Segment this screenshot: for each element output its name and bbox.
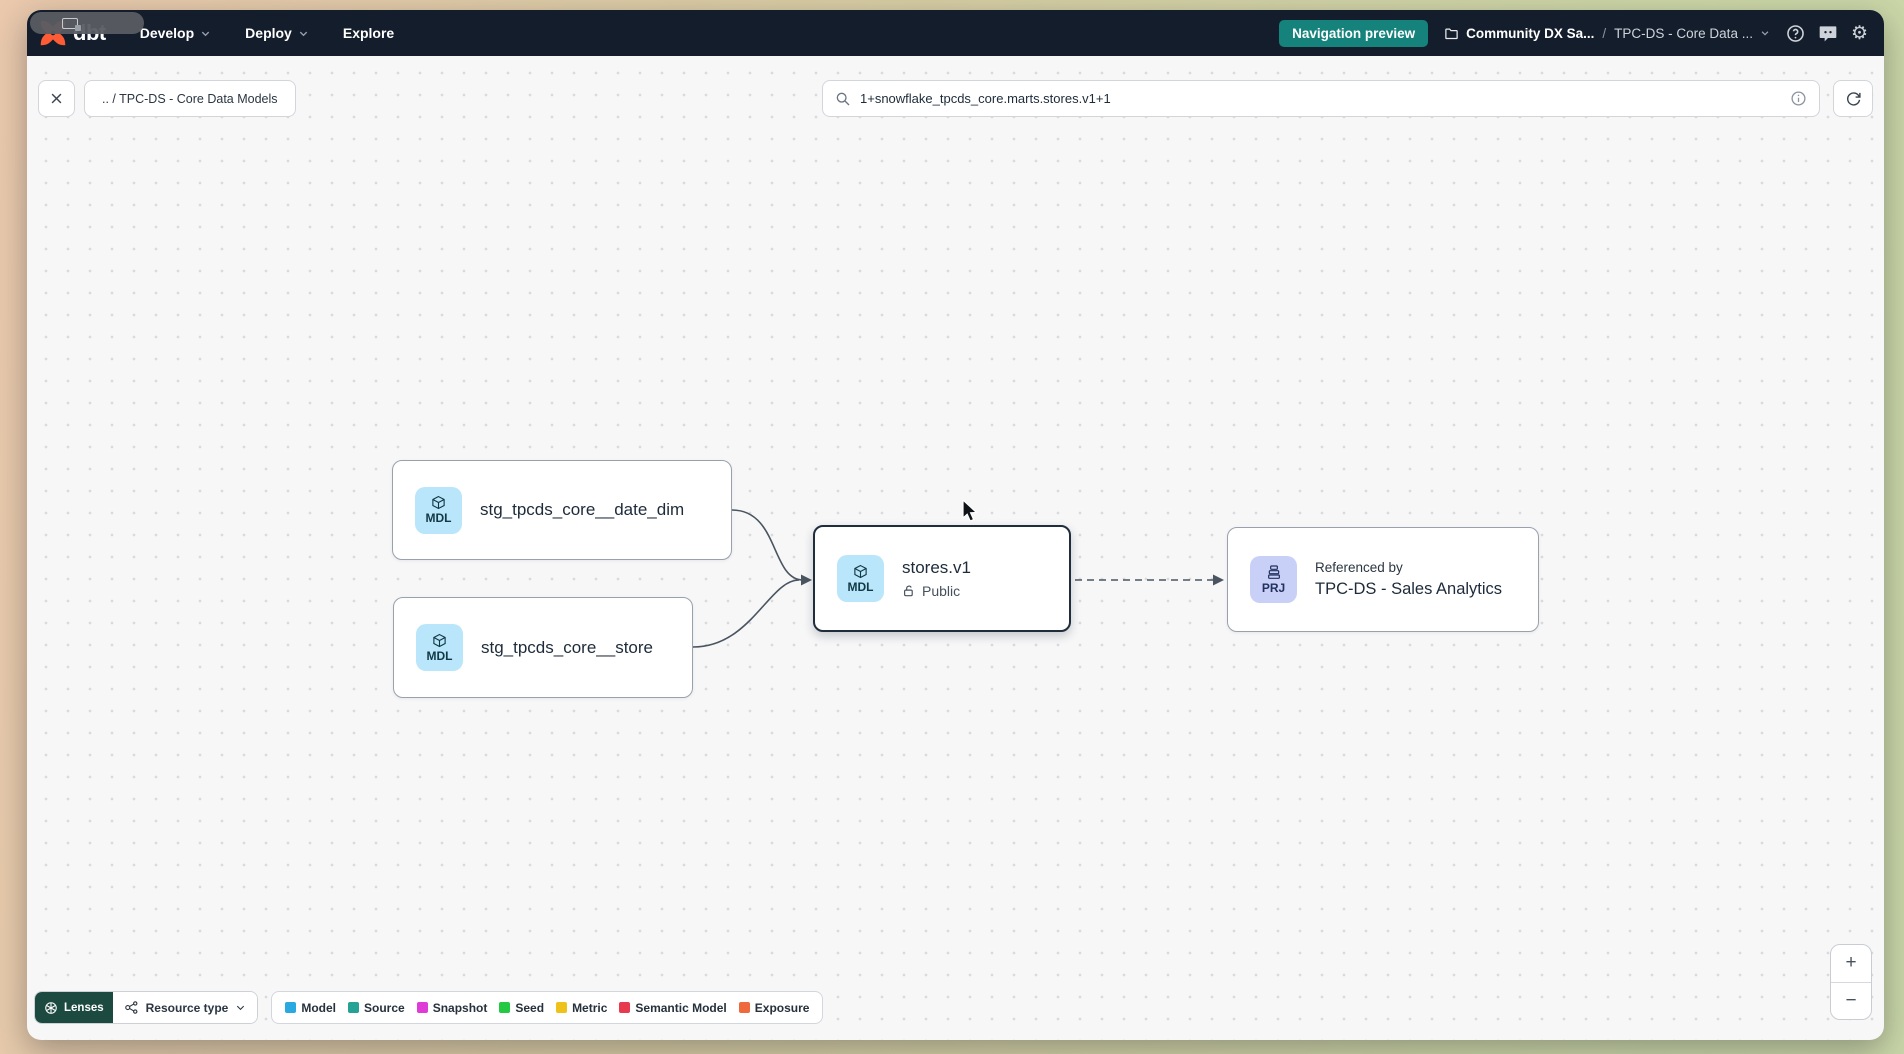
mouse-cursor <box>962 500 984 524</box>
legend-item-semantic-model: Semantic Model <box>619 1001 726 1015</box>
legend-swatch <box>285 1002 296 1013</box>
unlock-icon <box>902 584 916 598</box>
breadcrumb-separator: / <box>1602 26 1606 41</box>
model-badge: MDL <box>837 555 884 602</box>
node-label: TPC-DS - Sales Analytics <box>1315 580 1502 599</box>
breadcrumb-account[interactable]: Community DX Sa... <box>1444 26 1594 41</box>
legend-swatch <box>739 1002 750 1013</box>
window-icon <box>62 18 78 29</box>
referenced-by-label: Referenced by <box>1315 560 1502 575</box>
cube-icon <box>431 495 446 510</box>
project-badge: PRJ <box>1250 556 1297 603</box>
lens-controls-group: Lenses Resource type <box>34 991 258 1024</box>
lineage-canvas[interactable]: .. / TPC-DS - Core Data Models MDL stg_t <box>27 56 1884 1040</box>
cube-icon <box>853 564 868 579</box>
legend-swatch <box>348 1002 359 1013</box>
chevron-down-icon <box>1760 28 1770 38</box>
close-icon <box>49 91 64 106</box>
graph-nodes-icon <box>124 1000 139 1015</box>
settings-gear-icon[interactable]: ⚙ <box>1851 24 1868 43</box>
navigation-preview-badge[interactable]: Navigation preview <box>1279 20 1428 47</box>
folder-icon <box>1444 26 1459 41</box>
model-badge: MDL <box>415 487 462 534</box>
info-icon[interactable] <box>1790 90 1807 107</box>
nav-menu-deploy[interactable]: Deploy <box>245 25 309 41</box>
legend-swatch <box>619 1002 630 1013</box>
chevron-down-icon <box>298 28 309 39</box>
access-row: Public <box>902 583 971 599</box>
feedback-icon[interactable] <box>1818 23 1838 43</box>
floating-tab-pill <box>30 12 144 34</box>
breadcrumb: Community DX Sa... / TPC-DS - Core Data … <box>1444 26 1770 41</box>
node-label: stores.v1 <box>902 558 971 578</box>
app-window: dbt Develop Deploy Explore Navigation pr… <box>27 10 1884 1040</box>
zoom-controls: + − <box>1830 944 1872 1020</box>
help-icon[interactable] <box>1786 24 1805 43</box>
legend-swatch <box>417 1002 428 1013</box>
zoom-out-button[interactable]: − <box>1831 983 1871 1020</box>
resource-type-dropdown[interactable]: Resource type <box>113 992 258 1023</box>
legend-item-source: Source <box>348 1001 405 1015</box>
selector-search-input[interactable] <box>860 91 1781 106</box>
stack-icon <box>1266 564 1282 580</box>
breadcrumb-project[interactable]: TPC-DS - Core Data ... <box>1614 26 1770 41</box>
model-badge: MDL <box>416 624 463 671</box>
node-stg-tpcds-core-store[interactable]: MDL stg_tpcds_core__store <box>393 597 693 698</box>
chevron-down-icon <box>235 1002 246 1013</box>
zoom-in-button[interactable]: + <box>1831 945 1871 983</box>
legend-item-seed: Seed <box>499 1001 544 1015</box>
selector-search[interactable] <box>822 80 1820 117</box>
refresh-icon <box>1845 90 1862 107</box>
chevron-down-icon <box>200 28 211 39</box>
legend-item-model: Model <box>285 1001 336 1015</box>
legend-swatch <box>556 1002 567 1013</box>
lenses-button[interactable]: Lenses <box>35 992 113 1023</box>
cube-icon <box>432 633 447 648</box>
legend-swatch <box>499 1002 510 1013</box>
search-icon <box>835 91 851 107</box>
node-stg-tpcds-core-date-dim[interactable]: MDL stg_tpcds_core__date_dim <box>392 460 732 560</box>
node-label: stg_tpcds_core__store <box>481 638 653 658</box>
legend-item-metric: Metric <box>556 1001 607 1015</box>
node-referenced-project[interactable]: PRJ Referenced by TPC-DS - Sales Analyti… <box>1227 527 1539 632</box>
top-navbar: dbt Develop Deploy Explore Navigation pr… <box>27 10 1884 56</box>
lineage-path-chip[interactable]: .. / TPC-DS - Core Data Models <box>84 80 296 117</box>
refresh-lineage-button[interactable] <box>1833 80 1873 117</box>
legend-item-snapshot: Snapshot <box>417 1001 488 1015</box>
nav-menu-develop[interactable]: Develop <box>140 25 211 41</box>
lens-aperture-icon <box>44 1001 58 1015</box>
node-label: stg_tpcds_core__date_dim <box>480 500 684 520</box>
close-lineage-button[interactable] <box>38 80 75 117</box>
resource-type-legend: Model Source Snapshot Seed Metric Semant… <box>271 991 823 1024</box>
legend-item-exposure: Exposure <box>739 1001 810 1015</box>
node-stores-v1-selected[interactable]: MDL stores.v1 Public <box>813 525 1071 632</box>
nav-menu-explore[interactable]: Explore <box>343 25 394 41</box>
